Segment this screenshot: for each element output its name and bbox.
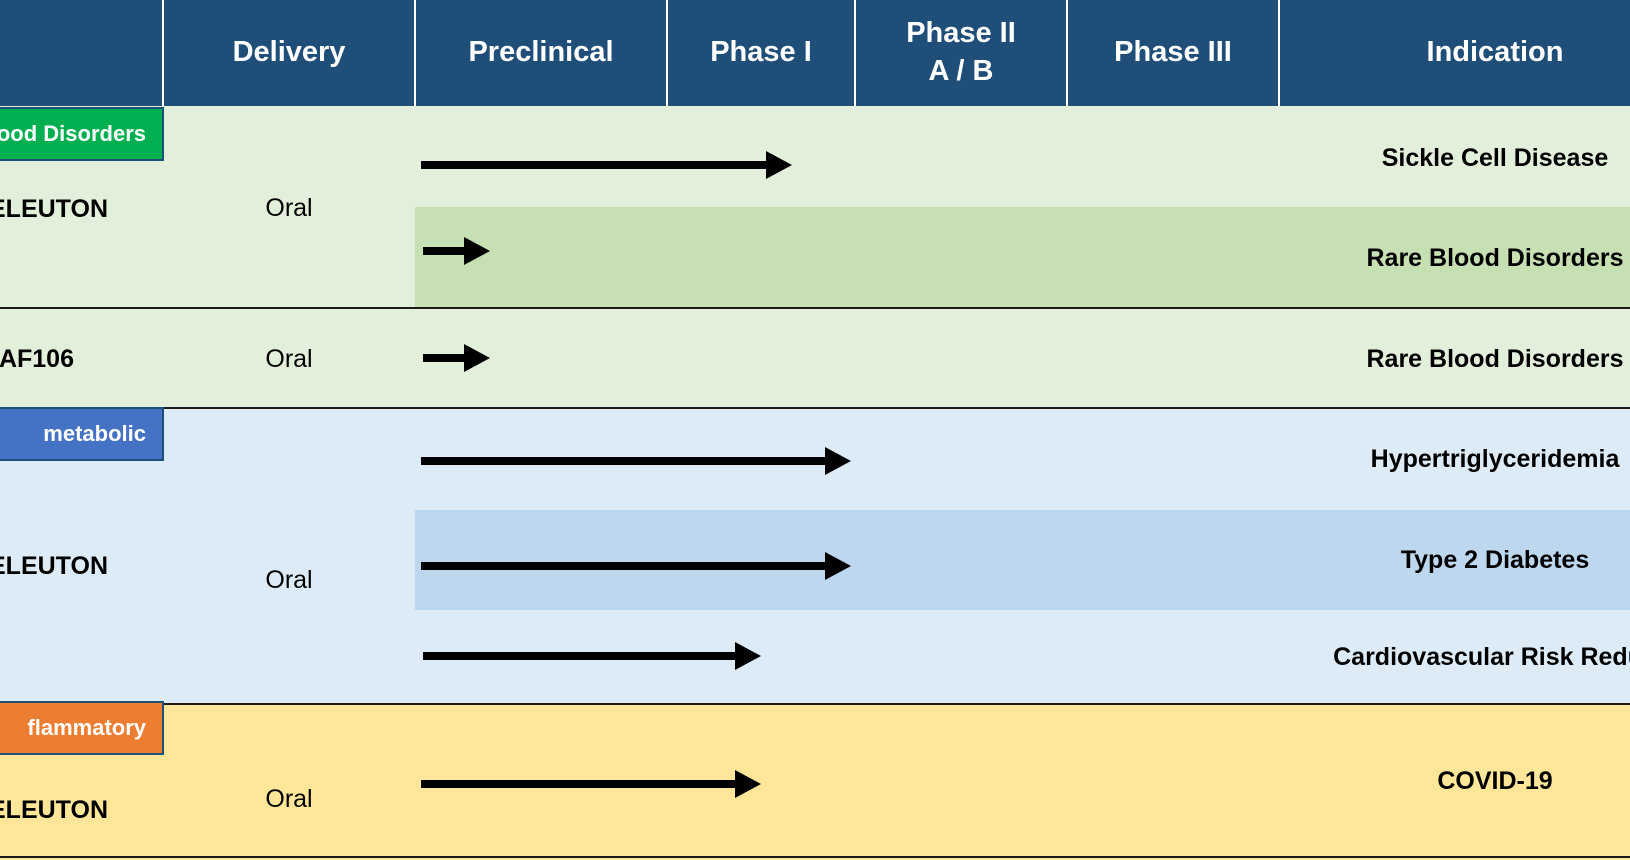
indication-label: Cardiovascular Risk Reduc <box>1333 642 1630 671</box>
row-band-metabolic-highlight <box>415 510 1630 610</box>
header-divider <box>666 0 668 106</box>
row-divider <box>0 703 1630 705</box>
delivery-value: Oral <box>265 784 313 813</box>
header-indication: Indication <box>1426 36 1564 69</box>
arrow-head-icon <box>765 151 792 179</box>
indication-label: Rare Blood Disorders <box>1366 243 1624 272</box>
header-delivery: Delivery <box>232 36 346 69</box>
header-phase-2: Phase II A / B <box>856 0 1066 106</box>
progress-arrow <box>423 344 491 372</box>
indication-label: Sickle Cell Disease <box>1381 143 1609 172</box>
delivery-value: Oral <box>265 565 313 594</box>
row-band-inflammatory <box>0 704 1630 860</box>
progress-arrow-shaft <box>423 247 467 255</box>
delivery-value: Oral <box>265 193 313 222</box>
product-label: AF106 <box>0 344 74 373</box>
header-divider <box>854 0 856 106</box>
product-name: AF106 <box>0 342 160 376</box>
row-divider <box>0 407 1630 409</box>
progress-arrow-shaft <box>421 562 828 570</box>
header-divider <box>162 0 164 106</box>
group-tag-label: flammatory <box>27 715 146 740</box>
product-label: ELEUTON <box>0 194 108 223</box>
header-divider <box>1278 0 1280 106</box>
arrow-head-icon <box>825 447 852 475</box>
group-tag-label: metabolic <box>43 421 146 446</box>
header-phase-3: Phase III <box>1114 36 1232 69</box>
product-name: ELEUTON <box>0 192 160 226</box>
arrow-head-icon <box>734 642 761 670</box>
indication-label: Rare Blood Disorders <box>1366 344 1624 373</box>
group-tag-inflammatory: flammatory <box>0 701 164 755</box>
arrow-head-icon <box>734 770 761 798</box>
progress-arrow-shaft <box>423 652 737 660</box>
header-preclinical: Preclinical <box>468 36 614 69</box>
progress-arrow <box>423 237 491 265</box>
progress-arrow-shaft <box>423 354 467 362</box>
progress-arrow-shaft <box>421 161 768 169</box>
progress-arrow <box>423 642 761 670</box>
progress-arrow <box>421 447 852 475</box>
header-bar: Delivery Preclinical Phase I Phase II A … <box>0 0 1630 106</box>
progress-arrow <box>421 151 792 179</box>
indication-label: Type 2 Diabetes <box>1400 545 1590 574</box>
delivery-value: Oral <box>265 344 313 373</box>
progress-arrow-shaft <box>421 457 828 465</box>
product-label: ELEUTON <box>0 551 108 580</box>
group-tag-blood-disorders: ood Disorders <box>0 107 164 161</box>
progress-arrow <box>421 552 852 580</box>
indication-label: COVID-19 <box>1437 766 1553 795</box>
row-divider <box>0 856 1630 858</box>
header-phase-2-line1: Phase II <box>906 17 1016 50</box>
row-divider <box>0 307 1630 309</box>
header-phase-2-line2: A / B <box>928 55 994 87</box>
arrow-head-icon <box>825 552 852 580</box>
product-label: ELEUTON <box>0 795 108 824</box>
row-band-blood-1-highlight <box>415 207 1630 308</box>
row-band-blood-2 <box>0 308 1630 408</box>
indication-label: Hypertriglyceridemia <box>1370 444 1620 473</box>
progress-arrow <box>421 770 761 798</box>
arrow-head-icon <box>464 237 491 265</box>
header-divider <box>1066 0 1068 106</box>
progress-arrow-shaft <box>421 780 737 788</box>
arrow-head-icon <box>464 344 491 372</box>
group-tag-metabolic: metabolic <box>0 407 164 461</box>
header-divider <box>414 0 416 106</box>
product-name: ELEUTON <box>0 549 160 583</box>
product-name: ELEUTON <box>0 793 160 827</box>
group-tag-label: ood Disorders <box>0 121 146 146</box>
header-phase-1: Phase I <box>710 36 812 69</box>
